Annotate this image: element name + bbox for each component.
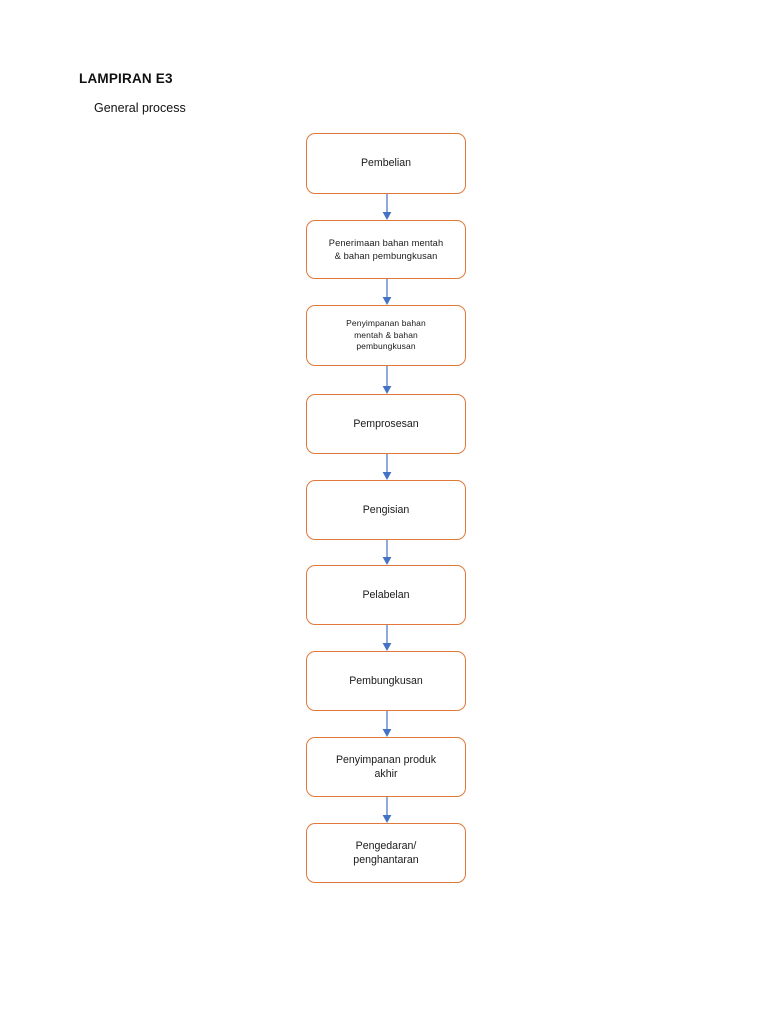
flow-connector-arrow [381, 279, 393, 305]
flow-connector-arrow [381, 454, 393, 480]
flow-node[interactable]: Penerimaan bahan mentah & bahan pembungk… [306, 220, 466, 279]
flow-node-label: Penyimpanan produk akhir [335, 753, 437, 780]
flow-connector-arrow [381, 540, 393, 565]
flow-node-label: Penerimaan bahan mentah & bahan pembungk… [328, 237, 444, 261]
page-subtitle: General process [94, 101, 186, 115]
flow-node[interactable]: Penyimpanan bahan mentah & bahan pembung… [306, 305, 466, 366]
flow-node-label: Pembelian [360, 157, 412, 170]
flow-connector-arrow [381, 625, 393, 651]
flow-node-label: Pelabelan [362, 588, 410, 601]
flow-node-label: Pemprosesan [353, 417, 419, 430]
flow-node-label: Penyimpanan bahan mentah & bahan pembung… [346, 318, 426, 352]
flow-node-label: Pembungkusan [349, 674, 423, 687]
flow-node[interactable]: Penyimpanan produk akhir [306, 737, 466, 797]
flow-node-label: Pengedaran/ penghantaran [353, 839, 419, 866]
flow-connector-arrow [381, 194, 393, 220]
flow-node[interactable]: Pengedaran/ penghantaran [306, 823, 466, 883]
flow-node[interactable]: Pelabelan [306, 565, 466, 625]
flow-node[interactable]: Pemprosesan [306, 394, 466, 454]
flow-connector-arrow [381, 366, 393, 394]
flow-node[interactable]: Pembungkusan [306, 651, 466, 711]
flow-connector-arrow [381, 711, 393, 737]
flow-node[interactable]: Pengisian [306, 480, 466, 540]
flow-node[interactable]: Pembelian [306, 133, 466, 194]
flow-connector-arrow [381, 797, 393, 823]
flow-node-label: Pengisian [362, 503, 410, 516]
page-title: LAMPIRAN E3 [79, 71, 173, 86]
